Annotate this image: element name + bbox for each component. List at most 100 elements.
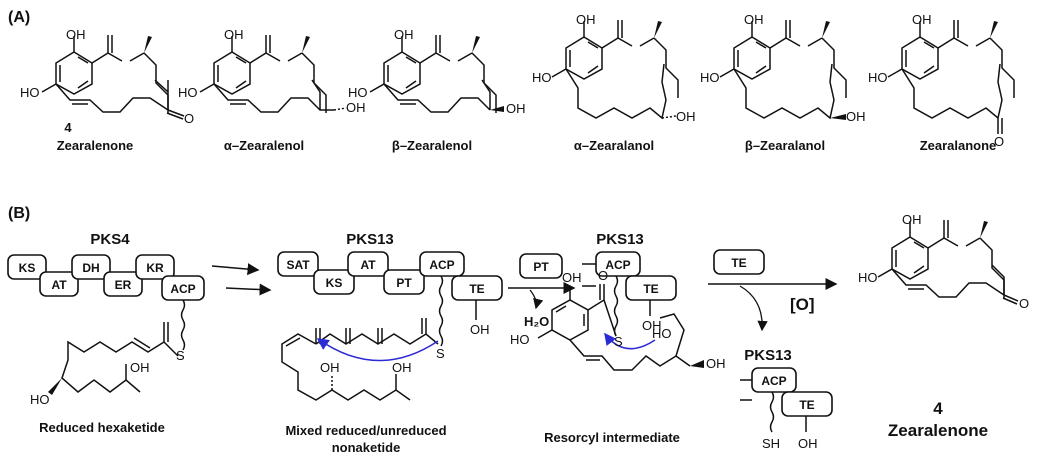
domain-ks [313, 269, 355, 295]
oh-label: OH [676, 109, 696, 124]
domain-label: KS [326, 276, 343, 290]
compound-name-alpha-zearalenol: α–Zearalenol [224, 138, 304, 153]
nonaketide-caption-line1: Mixed reduced/unreduced [285, 423, 446, 438]
pt-enzyme-label: PT [533, 260, 549, 274]
panel-a-label: (A) [8, 9, 30, 26]
ho-label: HO [20, 85, 40, 100]
domain-te [625, 275, 677, 301]
beta-zearalenol-structure: OH HO OH [348, 27, 526, 116]
pks4-title: PKS4 [90, 231, 130, 248]
domain-label: ACP [605, 258, 630, 272]
oh-label: OH [562, 270, 582, 285]
o-label: O [598, 268, 608, 283]
panel-b-label: (B) [8, 205, 30, 222]
water-label: H₂O [524, 314, 549, 329]
domain-label: ACP [761, 374, 786, 388]
oh-label: OH [744, 12, 764, 27]
compound-name-zearalenone: Zearalenone [57, 138, 134, 153]
s-label: S [614, 334, 623, 349]
domain-label: SAT [286, 258, 310, 272]
domain-label: AT [360, 258, 376, 272]
domain-label: TE [799, 398, 814, 412]
ho-label: HO [868, 70, 888, 85]
oh-label: OH [798, 436, 818, 451]
domain-label: ACP [429, 258, 454, 272]
oh-label: OH [470, 322, 490, 337]
beta-zearalanol-structure: OH HO OH [700, 12, 866, 124]
ho-label: HO [700, 70, 720, 85]
ho-label: HO [348, 85, 368, 100]
domain-label: TE [469, 282, 484, 296]
o-label: O [994, 134, 1004, 149]
domain-sat [277, 251, 319, 277]
ho-label: HO [652, 326, 672, 341]
alpha-zearalenol-structure: OH HO OH [178, 27, 366, 115]
s-label: S [176, 348, 185, 363]
oh-label: OH [320, 360, 340, 375]
oh-label: OH [394, 27, 414, 42]
domain-label: DH [82, 261, 99, 275]
pks13-acp-te-domains: ACP TE OH [582, 251, 677, 333]
domain-acp [419, 251, 465, 277]
domain-acp [595, 251, 641, 277]
oh-label: OH [912, 12, 932, 27]
compound-name-alpha-zearalanol: α–Zearalanol [574, 138, 654, 153]
compound-name-beta-zearalanol: β–Zearalanol [745, 138, 825, 153]
compound-name-zearalanone: Zearalanone [920, 138, 997, 153]
o-label: O [1019, 296, 1029, 311]
oh-label: OH [392, 360, 412, 375]
oh-label: OH [346, 100, 366, 115]
arrow [225, 283, 272, 296]
pks13-free-enzyme: ACP TE SH OH [740, 367, 833, 451]
nonaketide-structure: S OH OH [281, 275, 445, 401]
pks13-title: PKS13 [346, 231, 394, 248]
product-name: Zearalenone [888, 421, 988, 440]
reduced-hexaketide-caption: Reduced hexaketide [39, 420, 165, 435]
nonaketide-caption-line2: nonaketide [332, 440, 401, 455]
oh-label: OH [66, 27, 86, 42]
te-enzyme-label: TE [731, 256, 746, 270]
oh-label: OH [642, 318, 662, 333]
oxidation-label: [O] [790, 295, 815, 314]
domain-pt [383, 269, 425, 295]
ho-label: HO [510, 332, 530, 347]
ho-label: HO [532, 70, 552, 85]
oh-label: OH [706, 356, 726, 371]
domain-label: ER [115, 278, 132, 292]
domain-er [103, 271, 143, 297]
zearalanone-structure: OH HO O [868, 12, 1015, 149]
domain-label: ACP [170, 282, 195, 296]
domain-te [781, 391, 833, 417]
domain-ks [7, 254, 47, 280]
pks4-domains: KS AT DH ER KR ACP [7, 254, 205, 301]
domain-te [451, 275, 503, 301]
reduced-hexaketide-structure: S OH HO [30, 299, 186, 407]
zearalenone-structure: OH HO O [20, 27, 194, 126]
ho-label: HO [30, 392, 50, 407]
domain-label: KS [19, 261, 36, 275]
domain-label: PT [396, 276, 412, 290]
alpha-zearalanol-structure: OH HO OH [532, 12, 696, 124]
pks13-domains: SAT KS AT PT ACP TE OH [277, 251, 503, 337]
domain-at [347, 251, 389, 277]
o-label: O [184, 111, 194, 126]
resorcyl-intermediate-structure: OH HO O S HO OH [510, 268, 726, 371]
domain-dh [71, 254, 111, 280]
domain-label: AT [51, 278, 67, 292]
oh-label: OH [506, 101, 526, 116]
compound-name-beta-zearalenol: β–Zearalenol [392, 138, 472, 153]
sh-label: SH [762, 436, 780, 451]
oh-label: OH [130, 360, 150, 375]
domain-label: KR [146, 261, 164, 275]
product-number: 4 [933, 399, 943, 418]
pks13-title: PKS13 [744, 347, 792, 364]
domain-kr [135, 254, 175, 280]
compound-number: 4 [64, 120, 72, 135]
pks13-title: PKS13 [596, 231, 644, 248]
te-enzyme-box [713, 249, 765, 275]
domain-label: TE [643, 282, 658, 296]
s-label: S [436, 346, 445, 361]
oh-label: OH [576, 12, 596, 27]
oh-label: OH [902, 212, 922, 227]
